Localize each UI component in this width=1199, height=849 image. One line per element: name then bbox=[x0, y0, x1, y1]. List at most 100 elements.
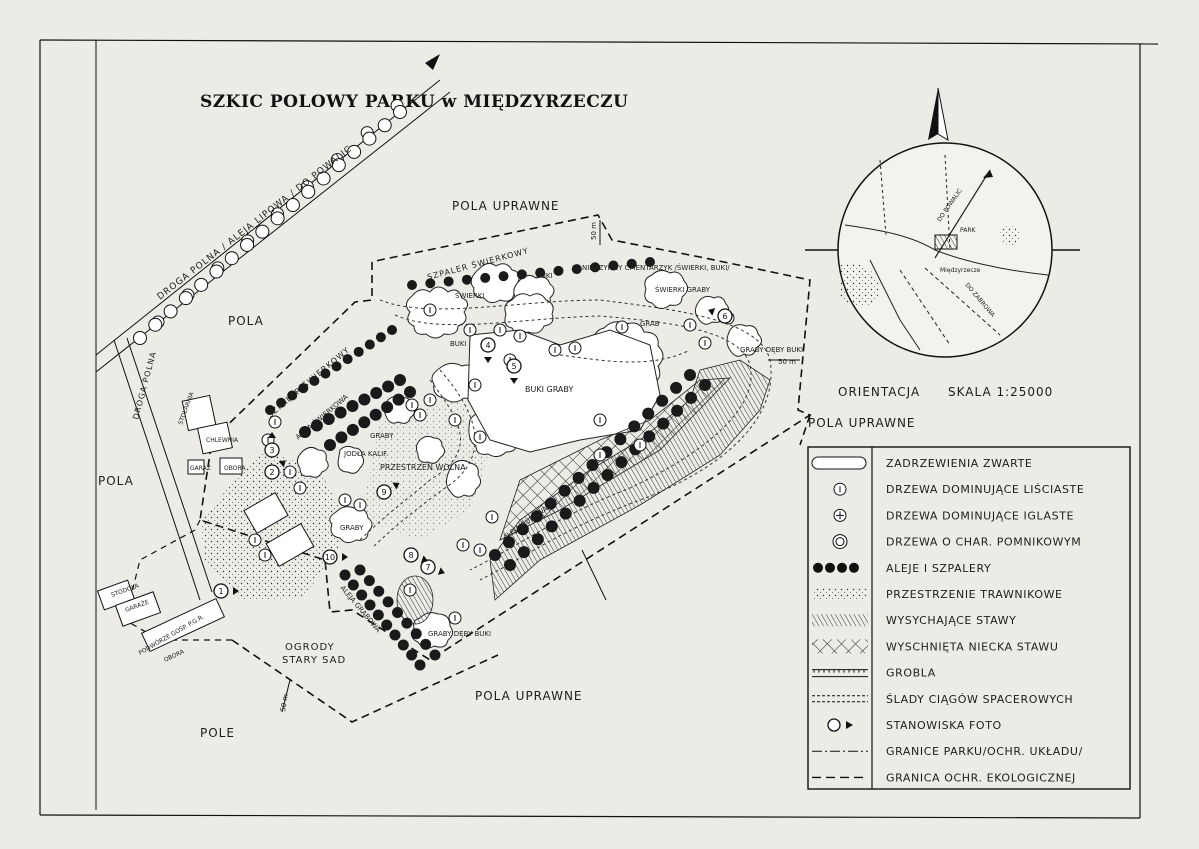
legend-label-mon: DRZEWA O CHAR. POMNIKOWYM bbox=[886, 536, 1081, 549]
label-pole-bottom: POLE bbox=[200, 726, 235, 740]
deciduous-tree-icon bbox=[413, 408, 427, 422]
alley-tree bbox=[420, 638, 432, 650]
legend-item-photo: STANOWISKA FOTO bbox=[827, 718, 1002, 732]
alley-tree bbox=[642, 407, 655, 420]
alley-tree bbox=[531, 533, 544, 546]
inset-scale-label: SKALA 1:25000 bbox=[948, 385, 1053, 399]
legend-symbol-pond bbox=[812, 614, 868, 627]
buildings bbox=[96, 394, 315, 653]
deciduous-tree-icon bbox=[423, 393, 437, 407]
alley-tree bbox=[699, 379, 711, 391]
deciduous-tree-icon bbox=[338, 493, 352, 507]
alley-tree bbox=[410, 628, 422, 640]
alley-tree bbox=[573, 494, 586, 507]
alley-tree bbox=[572, 471, 585, 484]
legend: ZADRZEWIENIA ZWARTE DRZEWA DOMINUJĄCE LIŚ… bbox=[807, 446, 1131, 790]
alley-tree bbox=[587, 481, 600, 494]
alley-tree bbox=[545, 520, 558, 533]
alley-tree bbox=[558, 484, 571, 497]
alley-tree bbox=[358, 393, 371, 406]
linden-tree bbox=[393, 105, 407, 119]
linden-tree bbox=[301, 184, 316, 199]
deciduous-tree-icon bbox=[548, 343, 562, 357]
legend-symbol-basin bbox=[812, 639, 868, 654]
legend-item-con: DRZEWA DOMINUJĄCE IGLASTE bbox=[833, 508, 1073, 522]
deciduous-tree-icon bbox=[485, 510, 499, 524]
linden-tree bbox=[194, 277, 209, 292]
deciduous-tree-icon bbox=[473, 430, 487, 444]
alley-tree bbox=[346, 423, 359, 436]
area-labels: POLA UPRAWNE POLA UPRAWNE POLA UPRAWNE P… bbox=[98, 199, 916, 740]
photo-station-icon: 8 bbox=[403, 547, 428, 563]
label-pola-uprawne-top: POLA UPRAWNE bbox=[452, 199, 560, 213]
label-obora-small: OBORA bbox=[224, 465, 246, 472]
alley-tree bbox=[516, 269, 527, 280]
legend-item-lawn: PRZESTRZENIE TRAWNIKOWE bbox=[812, 588, 1062, 601]
deciduous-tree-icon bbox=[493, 323, 507, 337]
linden-tree bbox=[377, 118, 392, 133]
deciduous-tree-icon bbox=[448, 611, 462, 625]
road-label-left: DROGA POLNA bbox=[131, 350, 158, 420]
deciduous-tree-icon bbox=[593, 448, 607, 462]
label-dist-50-top: 50 m bbox=[590, 222, 598, 240]
label-stary-sad: STARY SAD bbox=[282, 655, 346, 666]
legend-item-dec: DRZEWA DOMINUJĄCE LIŚCIASTE bbox=[833, 482, 1084, 496]
small-pond bbox=[396, 575, 434, 625]
alley-tree bbox=[372, 609, 384, 621]
alley-tree bbox=[342, 354, 353, 365]
label-grab: GRAB bbox=[640, 320, 660, 328]
lawn-area bbox=[200, 450, 345, 600]
label-swierki: ŚWIERKI bbox=[455, 291, 484, 300]
linden-tree bbox=[148, 317, 163, 332]
linden-tree bbox=[285, 198, 300, 213]
label-garaz: GARAŻ bbox=[190, 465, 211, 472]
legend-label-eco: GRANICA OCHR. EKOLOGICZNEJ bbox=[886, 771, 1076, 784]
alley-tree bbox=[671, 404, 684, 417]
alley-tree bbox=[516, 523, 529, 536]
photo-station-number: 6 bbox=[722, 312, 727, 321]
deciduous-tree-icon bbox=[258, 548, 272, 562]
deciduous-tree-icon bbox=[403, 583, 417, 597]
alley-tree bbox=[628, 420, 641, 433]
linden-tree bbox=[163, 304, 178, 319]
label-dist-50-right: 50 m bbox=[778, 358, 796, 366]
deciduous-tree-icon bbox=[615, 320, 629, 334]
photo-station-icon: 6 bbox=[708, 308, 733, 324]
lawn-center bbox=[360, 400, 490, 540]
alley-tree bbox=[346, 400, 359, 412]
distance-markers bbox=[281, 220, 800, 713]
label-pola-uprawne-right: POLA UPRAWNE bbox=[808, 416, 916, 430]
legend-label-dense: ZADRZEWIENIA ZWARTE bbox=[886, 457, 1032, 470]
alley-tree bbox=[414, 659, 426, 671]
deciduous-tree-icon bbox=[463, 323, 477, 337]
legend-symbol-lawn bbox=[812, 588, 868, 600]
alley-tree bbox=[347, 579, 359, 591]
legend-label-dec: DRZEWA DOMINUJĄCE LIŚCIASTE bbox=[886, 483, 1084, 496]
alley-tree bbox=[276, 397, 287, 408]
inset-orientation-label: ORIENTACJA bbox=[838, 385, 920, 399]
legend-symbol-dense bbox=[811, 456, 867, 470]
alley-tree bbox=[404, 386, 416, 398]
legend-symbol-dec bbox=[833, 482, 847, 496]
alley-tree bbox=[553, 265, 564, 276]
deciduous-tree-icon bbox=[473, 543, 487, 557]
legend-label-basin: WYSCHNIĘTA NIECKA STAWU bbox=[886, 640, 1058, 653]
alley-tree bbox=[339, 569, 351, 581]
linden-tree bbox=[178, 291, 193, 306]
alley-tree bbox=[645, 257, 655, 267]
alley-tree bbox=[425, 278, 436, 289]
alleys-and-rows bbox=[265, 257, 711, 671]
alley-tree bbox=[364, 339, 375, 350]
legend-label-paths: ŚLADY CIĄGÓW SPACEROWYCH bbox=[886, 693, 1073, 706]
inset-label-park: PARK bbox=[960, 227, 977, 234]
label-buki-graby: BUKI GRABY bbox=[525, 385, 573, 394]
deciduous-tree-icon bbox=[283, 465, 297, 479]
deciduous-tree-icon bbox=[698, 336, 712, 350]
alley-tree bbox=[382, 380, 395, 393]
legend-item-pond: WYSYCHAJĄCE STAWY bbox=[812, 614, 1016, 627]
legend-symbol-con bbox=[833, 508, 847, 522]
legend-label-photo: STANOWISKA FOTO bbox=[886, 719, 1002, 732]
label-graby-deby: GRABY DĘBY BUKI bbox=[428, 630, 491, 638]
alley-tree bbox=[615, 456, 628, 469]
photo-station-icon: 7 bbox=[420, 559, 445, 575]
